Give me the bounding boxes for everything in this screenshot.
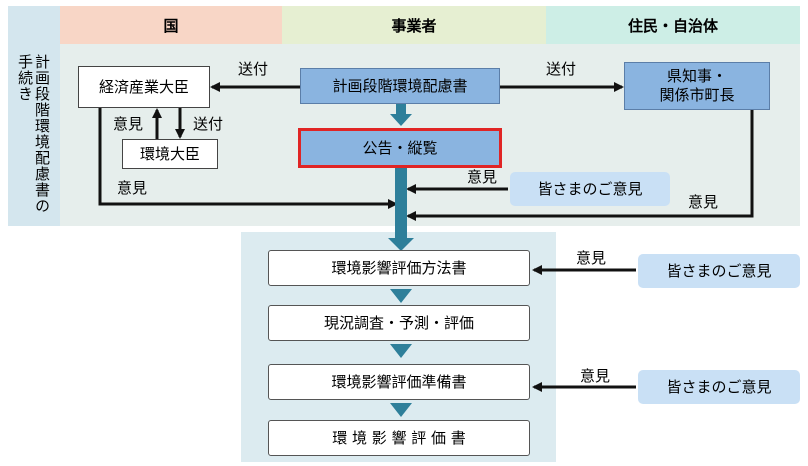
header-country: 国 <box>60 6 282 44</box>
procedure-side-panel: 計画段階環境配慮書の手続き <box>8 44 60 226</box>
process-step-method: 環境影響評価方法書 <box>268 250 530 286</box>
minister-environment-label: 環境大臣 <box>139 144 200 163</box>
flow-arrowhead-step3 <box>390 344 412 358</box>
header-residents: 住民・自治体 <box>546 6 800 44</box>
procedure-side-label: 計画段階環境配慮書の手続き <box>16 54 51 214</box>
announcement-label: 公告・縦覧 <box>362 138 438 157</box>
process-step-method-label: 環境影響評価方法書 <box>331 258 467 277</box>
announcement-box: 公告・縦覧 <box>298 128 502 168</box>
process-step-final-label: 環 境 影 響 評 価 書 <box>332 428 466 447</box>
header-business: 事業者 <box>282 6 546 44</box>
governor-label: 県知事・ 関係市町長 <box>659 67 735 104</box>
minister-economy-label: 経済産業大臣 <box>98 77 189 96</box>
governor-box: 県知事・ 関係市町長 <box>624 62 770 110</box>
opinion-governor-label: 意見 <box>688 193 719 211</box>
minister-environment-box: 環境大臣 <box>122 139 218 169</box>
step1-public-opinion-label: 皆さまのご意見 <box>666 261 772 280</box>
step3-public-opinion-label: 皆さまのご意見 <box>666 377 772 396</box>
header-residents-label: 住民・自治体 <box>627 16 718 35</box>
opinion-env-label: 意見 <box>113 115 144 133</box>
process-step-draft-label: 環境影響評価準備書 <box>331 372 467 391</box>
step1-opinion-label: 意見 <box>576 249 607 267</box>
process-step-survey: 現況調査・予測・評価 <box>268 305 530 341</box>
step1-public-opinion-box: 皆さまのご意見 <box>638 254 800 288</box>
public-opinion-label: 皆さまのご意見 <box>537 179 643 198</box>
planning-document-label: 計画段階環境配慮書 <box>332 76 468 95</box>
opinion-public-label: 意見 <box>467 168 498 186</box>
flow-bar-main <box>395 168 407 240</box>
header-business-label: 事業者 <box>391 16 437 35</box>
flow-arrowhead-main <box>388 238 414 251</box>
header-corner <box>8 6 60 44</box>
flow-bar-document <box>396 104 406 116</box>
step3-public-opinion-box: 皆さまのご意見 <box>638 370 800 404</box>
minister-economy-box: 経済産業大臣 <box>78 66 210 108</box>
send-env-label: 送付 <box>193 115 224 133</box>
public-opinion-box: 皆さまのご意見 <box>510 172 670 206</box>
governor-opinion-arrow <box>406 110 754 221</box>
step3-opinion-label: 意見 <box>580 367 611 385</box>
flow-arrowhead-document <box>390 114 412 126</box>
process-step-survey-label: 現況調査・予測・評価 <box>323 313 474 332</box>
opinion-country-label: 意見 <box>117 179 148 197</box>
country-opinion-arrow <box>98 108 398 209</box>
planning-document-box: 計画段階環境配慮書 <box>300 68 500 104</box>
send-right-label: 送付 <box>546 60 577 78</box>
process-step-final: 環 境 影 響 評 価 書 <box>268 420 530 456</box>
process-step-draft: 環境影響評価準備書 <box>268 364 530 400</box>
send-left-label: 送付 <box>238 60 269 78</box>
flow-arrowhead-step2 <box>390 289 412 303</box>
header-country-label: 国 <box>163 16 179 35</box>
flow-arrowhead-step4 <box>390 403 412 417</box>
